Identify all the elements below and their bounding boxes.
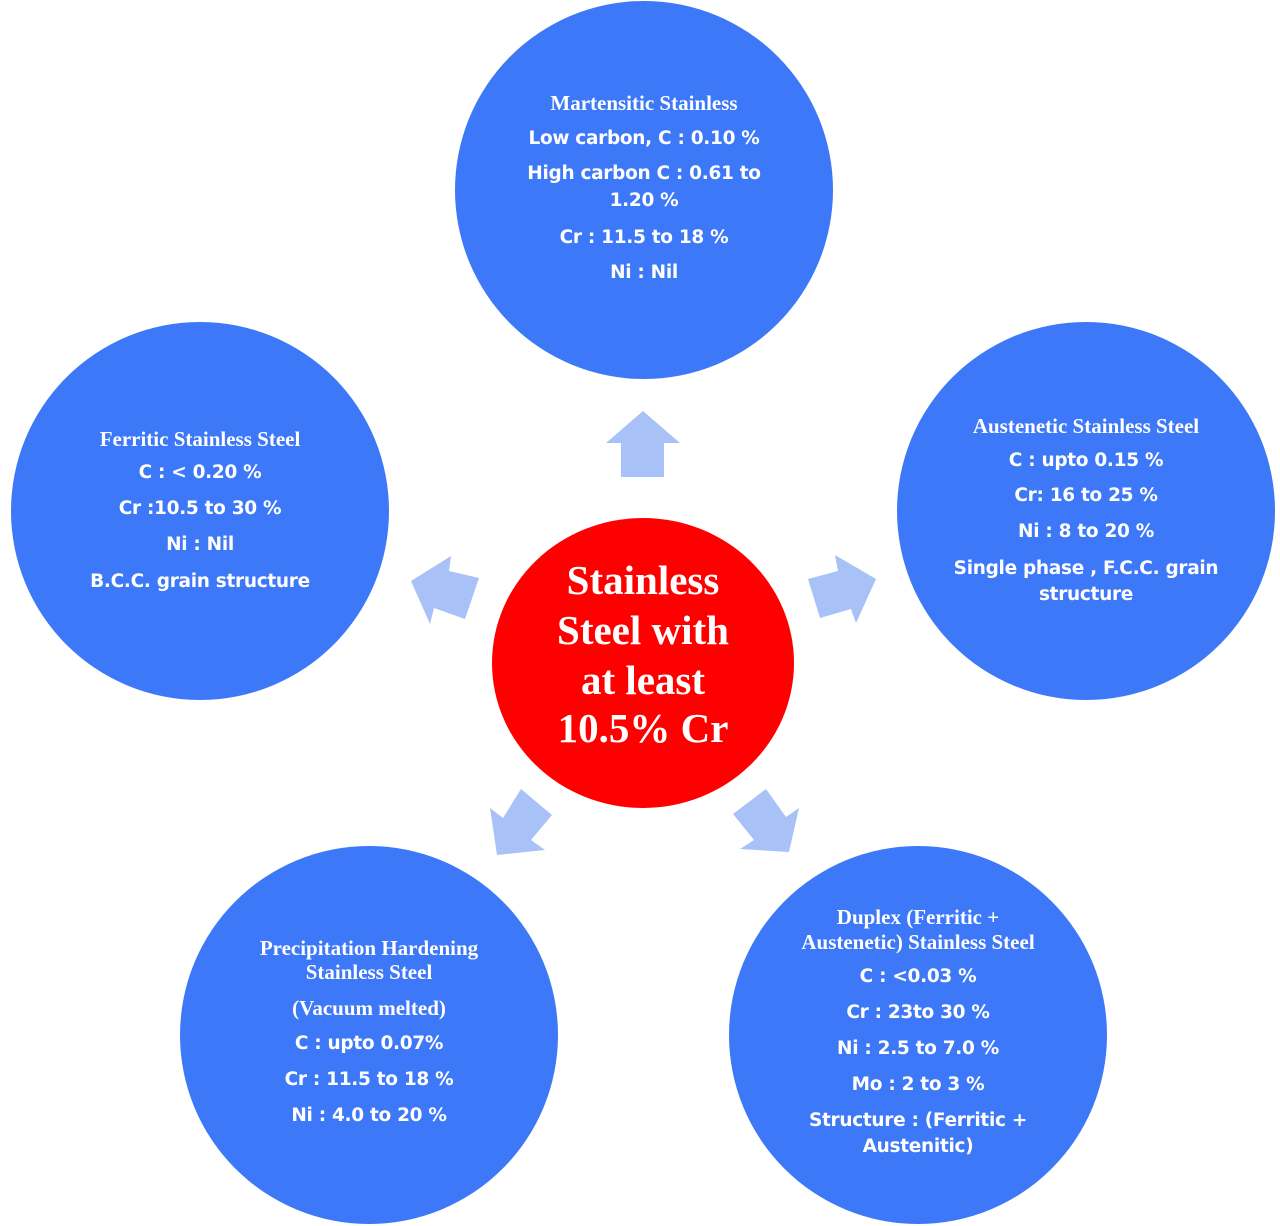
node-detail: Cr : 23to 30 %	[846, 1002, 990, 1023]
node-austenetic-stainless: Austenetic Stainless Steel C : upto 0.15…	[897, 322, 1275, 700]
node-duplex-stainless: Duplex (Ferritic + Austenetic) Stainless…	[729, 846, 1107, 1224]
node-title: Precipitation Hardening	[259, 936, 479, 960]
node-detail: Cr :10.5 to 30 %	[118, 498, 282, 519]
central-node-text: Steel with	[557, 607, 729, 653]
node-detail: Ni : 4.0 to 20 %	[291, 1105, 447, 1126]
node-detail: Ni : Nil	[166, 534, 234, 555]
node-detail: Structure : (Ferritic +	[808, 1110, 1028, 1131]
node-detail: C : < 0.20 %	[138, 462, 262, 483]
node-detail: Ni : 8 to 20 %	[1018, 521, 1154, 542]
arrow-left-icon	[411, 556, 479, 624]
node-detail: Austenitic)	[862, 1136, 974, 1157]
node-title: Martensitic Stainless	[550, 91, 738, 115]
node-martensitic-stainless: Martensitic Stainless Low carbon, C : 0.…	[455, 1, 833, 379]
node-detail: Mo : 2 to 3 %	[851, 1074, 985, 1095]
node-detail: C : upto 0.15 %	[1008, 450, 1164, 471]
node-precipitation-hardening-stainless: Precipitation Hardening Stainless Steel …	[180, 846, 558, 1224]
node-detail: B.C.C. grain structure	[90, 571, 310, 592]
node-title: Ferritic Stainless Steel	[99, 427, 301, 451]
central-node-text: 10.5% Cr	[557, 705, 729, 751]
node-detail: Cr : 11.5 to 18 %	[284, 1069, 454, 1090]
node-ferritic-stainless: Ferritic Stainless Steel C : < 0.20 % Cr…	[11, 322, 389, 700]
node-detail: structure	[1038, 584, 1134, 605]
node-detail: Low carbon, C : 0.10 %	[528, 128, 760, 149]
central-node-text: at least	[580, 657, 706, 703]
node-title: Austenetic Stainless Steel	[972, 414, 1200, 438]
arrow-down-left-icon	[490, 789, 552, 855]
node-detail: Ni : 2.5 to 7.0 %	[837, 1038, 999, 1059]
node-detail: 1.20 %	[609, 190, 679, 211]
node-title: Austenetic) Stainless Steel	[801, 930, 1035, 954]
arrow-up-icon	[606, 411, 680, 477]
node-detail: Cr : 11.5 to 18 %	[559, 227, 729, 248]
node-detail: C : upto 0.07%	[294, 1033, 444, 1054]
arrow-right-icon	[808, 555, 876, 623]
node-title: Duplex (Ferritic +	[836, 905, 1000, 929]
node-detail: C : <0.03 %	[859, 966, 977, 987]
node-detail: Ni : Nil	[610, 262, 678, 283]
node-detail: Cr: 16 to 25 %	[1014, 485, 1158, 506]
central-node-stainless-steel: Stainless Steel with at least 10.5% Cr	[492, 518, 794, 808]
central-node-text: Stainless	[566, 557, 720, 603]
node-subtitle: (Vacuum melted)	[292, 996, 446, 1020]
node-title: Stainless Steel	[305, 960, 433, 984]
arrow-down-right-icon	[733, 789, 799, 852]
node-detail: Single phase , F.C.C. grain	[953, 558, 1219, 579]
node-detail: High carbon C : 0.61 to	[527, 163, 761, 184]
